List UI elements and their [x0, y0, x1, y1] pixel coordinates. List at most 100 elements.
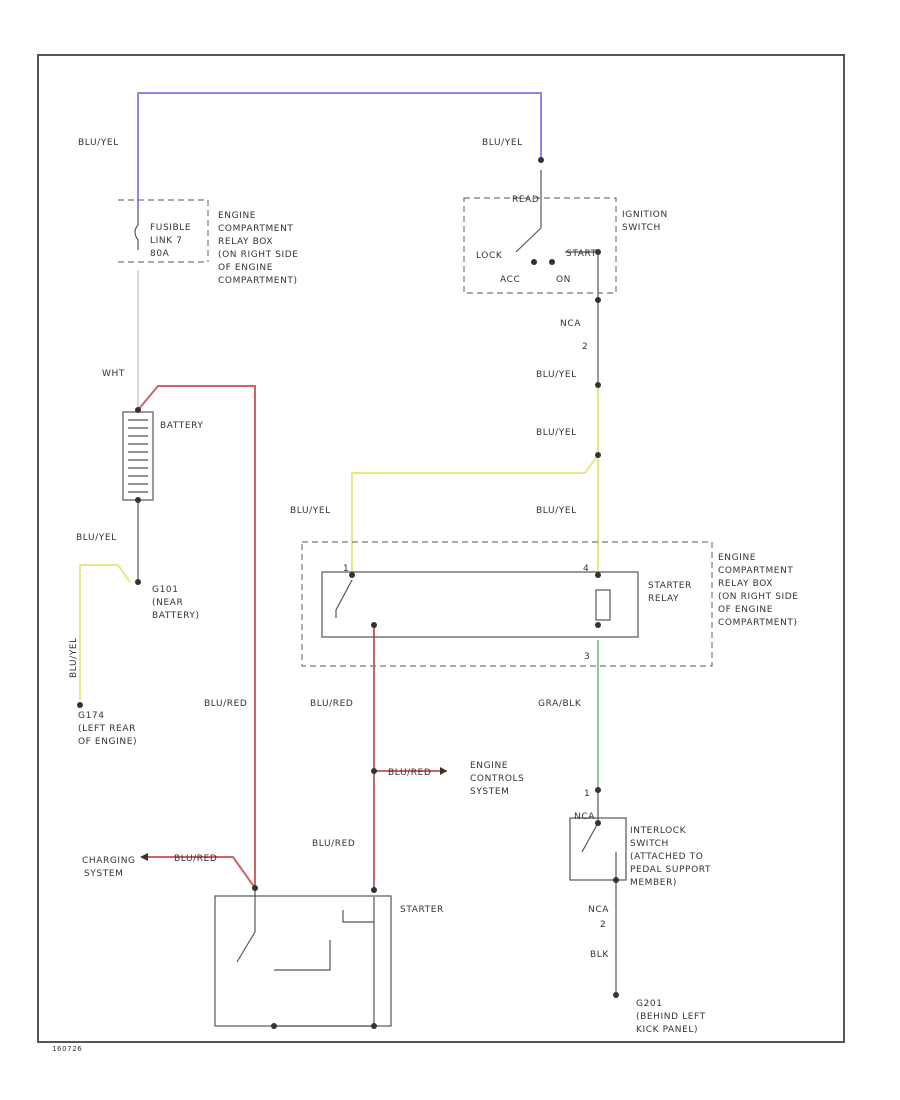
label-interlock-1: INTERLOCK: [630, 826, 687, 836]
connection-dot: [135, 497, 141, 503]
label-g201-1: G201: [636, 999, 663, 1009]
interlock-contact: [581, 822, 599, 853]
battery-cells: [128, 419, 148, 493]
label-relay-box-top-5: OF ENGINE: [218, 263, 273, 273]
label-wht: WHT: [102, 369, 125, 379]
connection-dot: [349, 572, 355, 578]
label-fusible-3: 80A: [150, 249, 170, 259]
label-fusible-2: LINK 7: [150, 236, 183, 246]
label-relay-box-top-1: ENGINE: [218, 211, 256, 221]
connection-dot: [371, 1023, 377, 1029]
label-fusible-1: FUSIBLE: [150, 223, 191, 233]
label-ign-acc: ACC: [500, 275, 520, 285]
connection-dot: [252, 885, 258, 891]
connection-dot: [595, 622, 601, 628]
label-blu-red-branch: BLU/RED: [388, 768, 431, 778]
label-engine-controls-1: ENGINE: [470, 761, 508, 771]
label-starter-relay-box-3: RELAY BOX: [718, 579, 773, 589]
relay-coil: [595, 589, 611, 621]
starter-relay-box-outer: [301, 541, 713, 667]
label-relay-box-top-3: RELAY BOX: [218, 237, 273, 247]
label-g101-3: BATTERY): [152, 611, 200, 621]
connection-dot: [371, 887, 377, 893]
ignition-switch-box: [463, 197, 617, 294]
label-interlock-2: SWITCH: [630, 839, 669, 849]
label-g201-3: KICK PANEL): [636, 1025, 698, 1035]
interlock-switch-box: [569, 817, 627, 881]
connection-dot: [595, 820, 601, 826]
label-charging-2: SYSTEM: [84, 869, 123, 879]
label-ign-on: ON: [556, 275, 571, 285]
label-relay-box-top-2: COMPARTMENT: [218, 224, 294, 234]
starter-contact: [236, 931, 256, 963]
label-battery: BATTERY: [160, 421, 204, 431]
label-engine-controls-3: SYSTEM: [470, 787, 509, 797]
label-ignition-2: SWITCH: [622, 223, 661, 233]
label-blu-yel-mid1: BLU/YEL: [536, 370, 577, 380]
label-g174-1: G174: [78, 711, 105, 721]
connection-dot: [538, 157, 544, 163]
label-g174-3: OF ENGINE): [78, 737, 137, 747]
label-relay-pin-left: 1: [343, 564, 349, 574]
connection-dot: [595, 452, 601, 458]
label-blu-yel-batt: BLU/YEL: [76, 533, 117, 543]
label-starter-relay-2: RELAY: [648, 594, 679, 604]
label-blk: BLK: [590, 950, 609, 960]
label-ign-start: START: [566, 249, 597, 259]
connection-dot: [135, 407, 141, 413]
label-blu-yel-relay-left: BLU/YEL: [290, 506, 331, 516]
label-blu-red-charging: BLU/RED: [174, 854, 217, 864]
connection-dots: [77, 157, 619, 1029]
label-starter-relay-box-2: COMPARTMENT: [718, 566, 794, 576]
label-gra-blk: GRA/BLK: [538, 699, 582, 709]
connection-dot: [549, 259, 555, 265]
label-blu-red-left: BLU/RED: [204, 699, 247, 709]
label-interlock-4: PEDAL SUPPORT: [630, 865, 711, 875]
label-starter-relay-box-5: OF ENGINE: [718, 605, 773, 615]
label-relay-box-top-4: (ON RIGHT SIDE: [218, 250, 299, 260]
battery-box: [122, 411, 154, 501]
label-g174-2: (LEFT REAR: [78, 724, 136, 734]
connection-dot: [613, 992, 619, 998]
label-ign-lock: LOCK: [476, 251, 503, 261]
label-starter-relay-box-4: (ON RIGHT SIDE: [718, 592, 799, 602]
relay-contact: [335, 579, 353, 611]
label-relay-pin-right: 4: [583, 564, 589, 574]
label-interlock-pin: 1: [584, 789, 590, 799]
starter-solenoid-link: [342, 910, 374, 923]
label-blu-yel-vertical: BLU/YEL: [69, 637, 79, 678]
connection-dot: [595, 572, 601, 578]
label-starter-relay-box-6: COMPARTMENT): [718, 618, 798, 628]
wire-blu-yel-ground: [79, 564, 131, 700]
connection-dot: [77, 702, 83, 708]
label-nca-switch: NCA: [574, 812, 595, 822]
label-starter-relay-box-1: ENGINE: [718, 553, 756, 563]
label-g201-2: (BEHIND LEFT: [636, 1012, 706, 1022]
label-blu-red-lower: BLU/RED: [312, 839, 355, 849]
starter-box: [214, 895, 392, 1027]
arrow-engine-controls: [440, 767, 447, 775]
label-blu-yel-relay-right: BLU/YEL: [536, 506, 577, 516]
label-blu-yel-right: BLU/YEL: [482, 138, 523, 148]
label-nca-top-pin: 2: [582, 342, 588, 352]
connection-dot: [371, 622, 377, 628]
label-starter-relay-1: STARTER: [648, 581, 692, 591]
label-starter: STARTER: [400, 905, 444, 915]
label-relay-box-top-6: COMPARTMENT): [218, 276, 298, 286]
connection-dot: [613, 877, 619, 883]
connection-dot: [595, 297, 601, 303]
label-nca-top: NCA: [560, 319, 581, 329]
connection-dot: [595, 382, 601, 388]
label-interlock-3: (ATTACHED TO: [630, 852, 703, 862]
wire-blu-red-charging: [145, 856, 256, 889]
label-ignition-1: IGNITION: [622, 210, 668, 220]
labels: BLU/YEL BLU/YEL FUSIBLE LINK 7 80A ENGIN…: [52, 138, 799, 1053]
label-blu-yel-mid2: BLU/YEL: [536, 428, 577, 438]
label-ign-read: READ: [512, 195, 539, 205]
connection-dot: [595, 249, 601, 255]
connection-dot: [531, 259, 537, 265]
label-charging-1: CHARGING: [82, 856, 136, 866]
starter-relay-inner: [321, 571, 639, 638]
label-blu-red-mid: BLU/RED: [310, 699, 353, 709]
